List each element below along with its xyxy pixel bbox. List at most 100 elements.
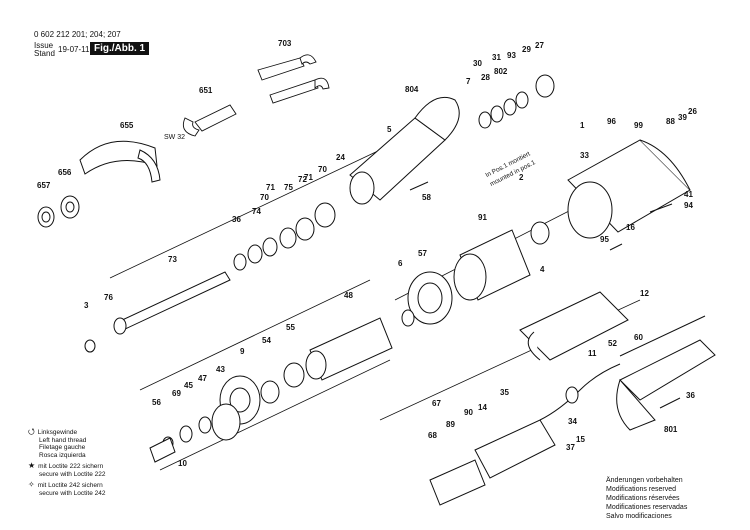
part-label-70: 70: [318, 165, 327, 174]
fan-4: [401, 271, 453, 327]
part-label-34: 34: [568, 417, 577, 426]
part-label-70: 70: [260, 193, 269, 202]
part-label-3: 3: [84, 301, 89, 310]
part-label-31: 31: [492, 53, 501, 62]
part-label-72: 72: [298, 175, 307, 184]
part-label-9: 9: [240, 347, 245, 356]
part-label-33: 33: [580, 151, 589, 160]
part-label-73: 73: [168, 255, 177, 264]
part-label-37: 37: [566, 443, 575, 452]
modification-notes: Änderungen vorbehalten Modifications res…: [606, 476, 687, 521]
part-label-1: 1: [580, 121, 585, 130]
part-label-10: 10: [178, 459, 187, 468]
legend: ⭯Linksgewinde Left hand thread Filetage …: [28, 428, 105, 497]
nut-656: [60, 195, 80, 219]
figure-badge: Fig./Abb. 1: [90, 42, 150, 55]
stand-label: Stand: [34, 49, 55, 58]
guard-655: [79, 140, 158, 175]
part-label-41: 41: [684, 190, 693, 199]
part-label-14: 14: [478, 403, 487, 412]
part-label-48: 48: [344, 291, 353, 300]
part-label-95: 95: [600, 235, 609, 244]
part-label-47: 47: [198, 374, 207, 383]
part-label-27: 27: [535, 41, 544, 50]
part-label-4: 4: [540, 265, 545, 274]
part-label-69: 69: [172, 389, 181, 398]
part-label-703: 703: [278, 39, 292, 48]
wrench-651: [182, 104, 237, 137]
part-label-45: 45: [184, 381, 193, 390]
guide-line-shaft: [109, 149, 381, 279]
note-en: Modifications reserved: [606, 486, 677, 493]
legend-loctite-242: ✧mit Loctite 242 sichern secure with Loc…: [28, 480, 106, 497]
part-label-655: 655: [120, 121, 134, 130]
sw32-callout: SW 32: [164, 134, 186, 141]
part-label-52: 52: [608, 339, 617, 348]
guide-line-armature: [139, 279, 371, 391]
part-label-55: 55: [286, 323, 295, 332]
part-label-656: 656: [58, 168, 72, 177]
note-es: Salvo modificaciones: [606, 513, 672, 520]
star-outline-icon: ✧: [28, 480, 35, 489]
part-label-15: 15: [576, 435, 585, 444]
note-de: Änderungen vorbehalten: [606, 477, 683, 484]
part-label-36: 36: [686, 391, 695, 400]
part-label-2: 2: [519, 173, 524, 182]
motor-housing-1: [567, 139, 691, 239]
part-label-43: 43: [216, 365, 225, 374]
ring-set-top: [478, 74, 555, 129]
note-it: Modificationes reservadas: [606, 504, 688, 511]
ring-set-middle: [84, 202, 336, 353]
handle-10: [519, 291, 716, 431]
part-label-7: 7: [466, 77, 471, 86]
part-label-57: 57: [418, 249, 427, 258]
part-label-802: 802: [494, 67, 508, 76]
part-label-30: 30: [473, 59, 482, 68]
part-label-93: 93: [507, 51, 516, 60]
part-label-657: 657: [37, 181, 51, 190]
part-label-74: 74: [252, 207, 261, 216]
part-label-804: 804: [405, 85, 419, 94]
legend-loctite-222: ★mit Loctite 222 sichern secure with Loc…: [28, 461, 106, 478]
bearing-flange-54: [149, 375, 261, 463]
left-hand-thread-icon: ⭯: [28, 427, 35, 436]
part-label-11: 11: [588, 349, 597, 358]
part-numbers: 0 602 212 201; 204; 207: [34, 30, 121, 39]
part-label-90: 90: [464, 408, 473, 417]
part-label-75: 75: [284, 183, 293, 192]
part-label-26: 26: [688, 107, 697, 116]
switch-801: [429, 363, 621, 506]
note-fr: Modifications réservées: [606, 495, 680, 502]
part-label-29: 29: [522, 45, 531, 54]
part-label-76: 76: [104, 293, 113, 302]
part-label-28: 28: [481, 73, 490, 82]
part-label-36: 36: [232, 215, 241, 224]
part-label-56: 56: [152, 398, 161, 407]
part-label-71: 71: [266, 183, 275, 192]
part-label-54: 54: [262, 336, 271, 345]
part-label-88: 88: [666, 117, 675, 126]
part-label-71: 71: [304, 173, 313, 182]
part-label-6: 6: [398, 259, 403, 268]
part-label-24: 24: [336, 153, 345, 162]
armature-3: [260, 317, 393, 404]
part-label-99: 99: [634, 121, 643, 130]
part-label-91: 91: [478, 213, 487, 222]
part-label-96: 96: [607, 117, 616, 126]
part-label-89: 89: [446, 420, 455, 429]
guide-line-bearing: [159, 359, 391, 471]
part-label-94: 94: [684, 201, 693, 210]
part-label-58: 58: [422, 193, 431, 202]
part-label-12: 12: [640, 289, 649, 298]
part-label-16: 16: [626, 223, 635, 232]
stator-2: [453, 221, 550, 301]
part-label-39: 39: [678, 113, 687, 122]
issue-date: 19-07-11: [58, 45, 90, 54]
star-icon: ★: [28, 461, 36, 470]
part-label-801: 801: [664, 425, 678, 434]
legend-left-hand-thread: ⭯Linksgewinde Left hand thread Filetage …: [28, 427, 87, 459]
nut-657: [37, 206, 55, 228]
part-label-5: 5: [387, 125, 392, 134]
part-label-67: 67: [432, 399, 441, 408]
